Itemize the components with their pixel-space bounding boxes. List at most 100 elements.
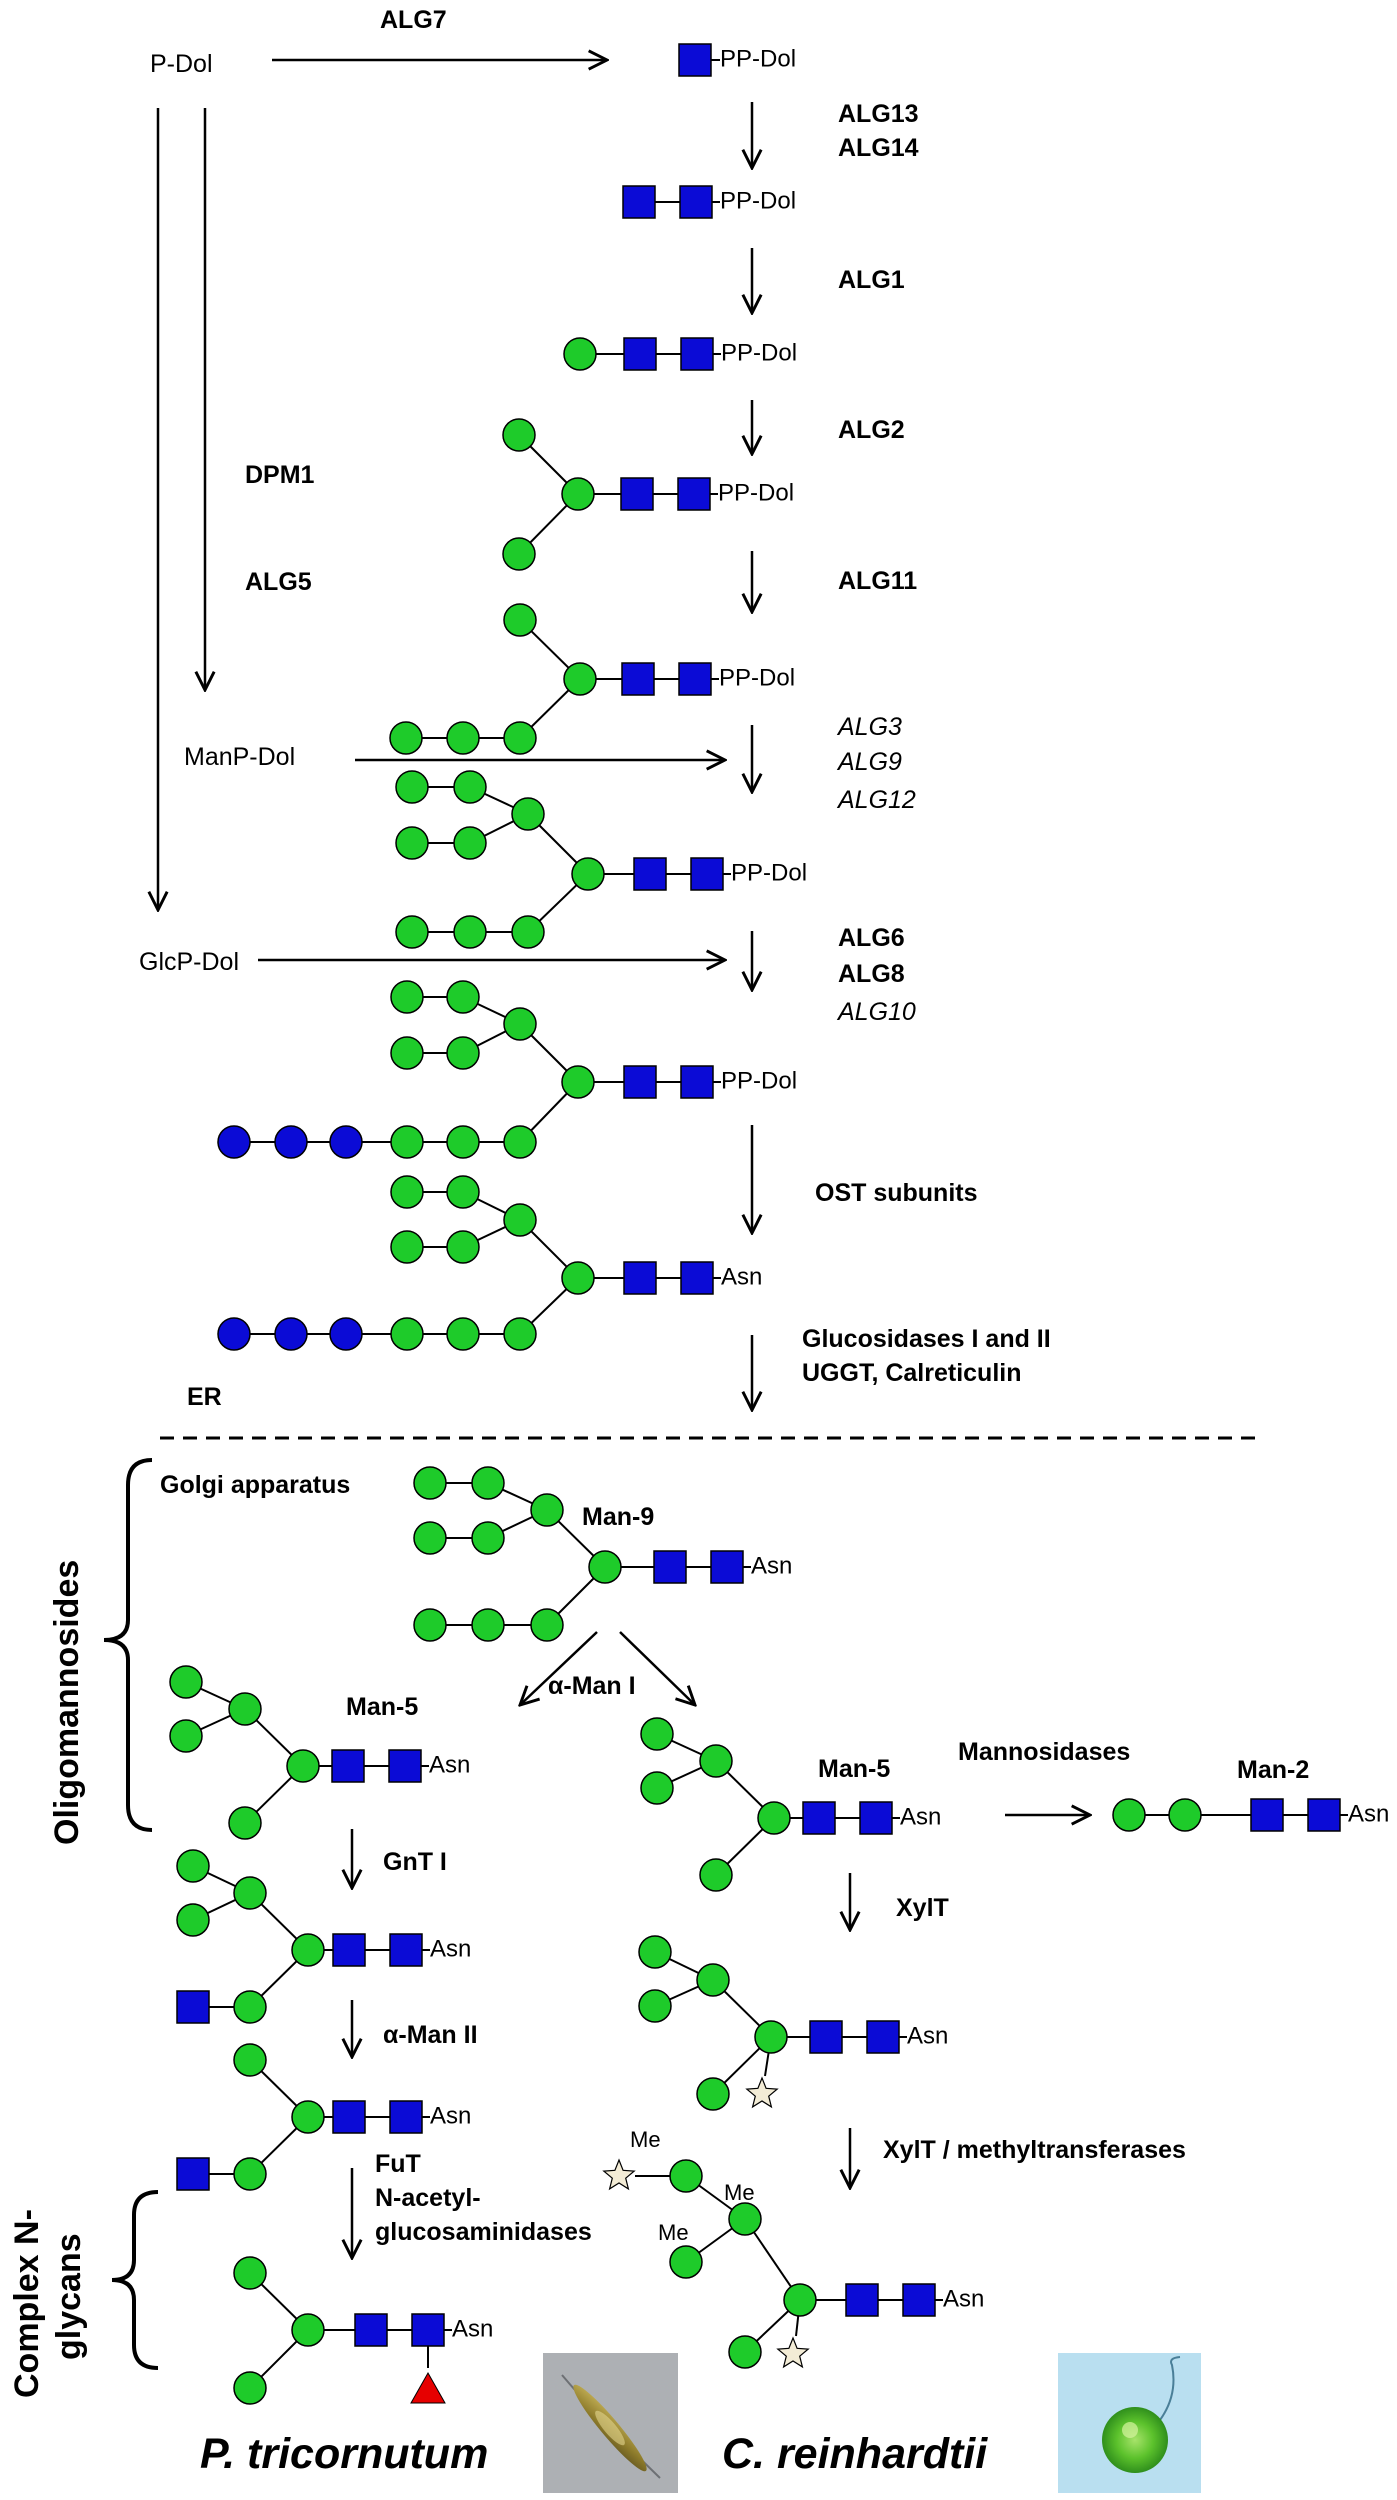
glcnac-square [388, 1749, 422, 1783]
glcnac-square [690, 857, 724, 891]
mannose-circle [563, 662, 597, 696]
mannose-circle [233, 1876, 267, 1910]
asn-anchor: Asn [430, 2102, 471, 2129]
mannose-circle [696, 2077, 730, 2111]
pp-dol-anchor: PP-Dol [719, 664, 795, 691]
mannose-circle [699, 1858, 733, 1892]
mannose-circle [503, 603, 537, 637]
pathway-arrow [520, 1631, 598, 1705]
mannose-circle [696, 1963, 730, 1997]
mannose-circle [1168, 1798, 1202, 1832]
mannose-circle [390, 1175, 424, 1209]
mannose-circle [563, 337, 597, 371]
enzyme-fut: FuT [375, 2150, 421, 2178]
glcnac-square [331, 1749, 365, 1783]
mannose-circle [503, 1125, 537, 1159]
mannose-circle [286, 1749, 320, 1783]
mannose-circle [233, 1990, 267, 2024]
xylose-star [745, 2076, 779, 2109]
pathway-arrow [619, 1631, 695, 1705]
glcnac-square [802, 1801, 836, 1835]
mannose-circle [669, 2159, 703, 2193]
manp-dol-label: ManP-Dol [184, 743, 295, 771]
p-tricornutum-label: P. tricornutum [200, 2430, 488, 2478]
enzyme-alg13: ALG13 [838, 100, 919, 128]
pp-dol-anchor: PP-Dol [720, 45, 796, 72]
enzyme-alg2: ALG2 [838, 416, 905, 444]
glucose-circle [217, 1317, 251, 1351]
mannose-circle [783, 2283, 817, 2317]
enzyme-ost: OST subunits [815, 1179, 978, 1207]
mannose-circle [561, 477, 595, 511]
mannose-circle [471, 1521, 505, 1555]
glcnac-square [633, 857, 667, 891]
asn-anchor: Asn [900, 1803, 941, 1830]
glcnac-square [902, 2283, 936, 2317]
mannose-circle [390, 980, 424, 1014]
mannose-circle [169, 1719, 203, 1753]
glcnac-square [710, 1550, 744, 1584]
pp-dol-anchor: PP-Dol [718, 479, 794, 506]
pp-dol-anchor: PP-Dol [731, 859, 807, 886]
glcnac-square [866, 2020, 900, 2054]
enzyme-xylt: XylT [896, 1894, 949, 1922]
mannose-circle [395, 915, 429, 949]
mannose-circle [757, 1801, 791, 1835]
asn-anchor: Asn [907, 2022, 948, 2049]
enzyme-labels: ALG7 ALG13 ALG14 ALG1 ALG2 ALG11 DPM1 AL… [245, 6, 1186, 2246]
glcnac-square [176, 2157, 210, 2191]
c-reinhardtii-micrograph [1058, 2353, 1201, 2493]
man9-label: Man-9 [582, 1503, 654, 1531]
glcnac-square [680, 337, 714, 371]
glcnac-square [680, 1065, 714, 1099]
mannose-circle [453, 915, 487, 949]
organism-labels: P. tricornutum C. reinhardtii [200, 2430, 988, 2478]
xylose-star [776, 2336, 810, 2369]
me-label-1: Me [630, 2127, 661, 2152]
enzyme-alg5: ALG5 [245, 568, 312, 596]
mannose-circle [446, 980, 480, 1014]
mannose-circle [530, 1493, 564, 1527]
mannose-circle [728, 2202, 762, 2236]
compartment-labels: ER Golgi apparatus [160, 1383, 350, 1499]
glcnac-square [679, 185, 713, 219]
mannose-circle [1112, 1798, 1146, 1832]
mannose-circle [176, 1903, 210, 1937]
glucose-circle [274, 1317, 308, 1351]
glucose-circle [329, 1125, 363, 1159]
enzyme-uggt: UGGT, Calreticulin [802, 1359, 1021, 1387]
mannose-circle [446, 1125, 480, 1159]
glcnac-square [809, 2020, 843, 2054]
enzyme-alpha-man-ii: α-Man II [383, 2021, 478, 2049]
mannose-circle [588, 1550, 622, 1584]
enzyme-dpm1: DPM1 [245, 461, 315, 489]
mannose-circle [413, 1521, 447, 1555]
glcnac-square [176, 1990, 210, 2024]
complex-n-glycans-label-1: Complex N- [8, 2209, 46, 2398]
mannose-circle [503, 1203, 537, 1237]
pp-dol-anchor: PP-Dol [720, 187, 796, 214]
mannose-circle [503, 1007, 537, 1041]
enzyme-alg11: ALG11 [838, 567, 917, 595]
enzyme-alg1: ALG1 [838, 266, 905, 294]
mannose-circle [502, 537, 536, 571]
glcnac-square [680, 1261, 714, 1295]
enzyme-glucosidases: Glucosidases I and II [802, 1325, 1051, 1353]
enzyme-nacetyl-1: N-acetyl- [375, 2184, 481, 2212]
mannose-circle [561, 1065, 595, 1099]
mannose-circle [395, 826, 429, 860]
mannose-circle [228, 1692, 262, 1726]
oligomannosides-bracket: Oligomannosides [48, 1458, 153, 1845]
enzyme-gnt-i: GnT I [383, 1848, 447, 1876]
anchor-labels: PP-DolPP-DolPP-DolPP-DolPP-DolPP-DolPP-D… [429, 45, 1389, 2342]
mannose-circle [390, 1036, 424, 1070]
man5-right-label: Man-5 [818, 1755, 890, 1783]
mannose-circle [511, 797, 545, 831]
p-dol-label: P-Dol [150, 50, 213, 78]
mannose-circle [669, 2245, 703, 2279]
sugar-residues [169, 43, 1341, 2405]
mannose-circle [446, 1036, 480, 1070]
substrate-labels: P-Dol ManP-Dol GlcP-Dol [139, 50, 295, 976]
enzyme-nacetyl-2: glucosaminidases [375, 2218, 592, 2246]
